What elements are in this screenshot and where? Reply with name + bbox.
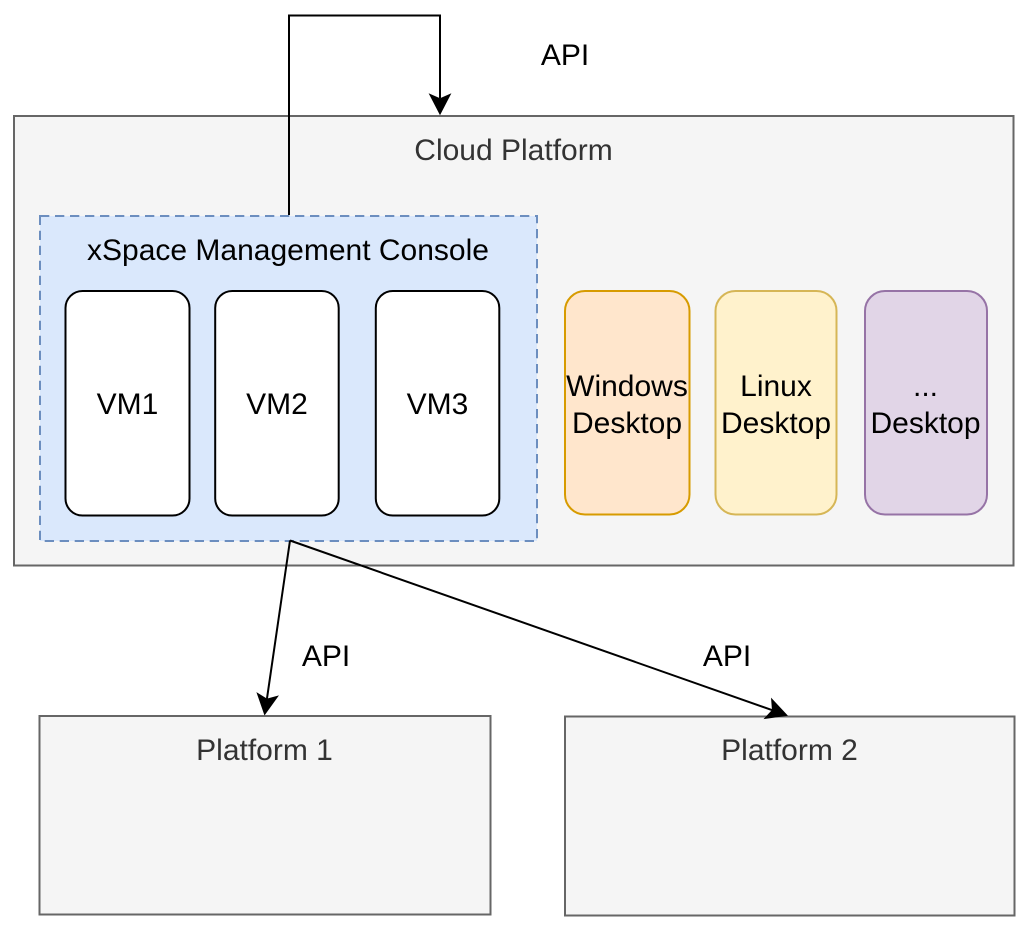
svg-text:...: ... — [913, 370, 938, 403]
svg-text:Linux: Linux — [740, 370, 812, 403]
svg-text:VM2: VM2 — [246, 388, 308, 421]
svg-text:Desktop: Desktop — [870, 407, 980, 440]
svg-text:Platform 1: Platform 1 — [196, 734, 333, 767]
svg-text:API: API — [703, 640, 751, 673]
svg-text:VM3: VM3 — [407, 388, 469, 421]
svg-text:Platform 2: Platform 2 — [721, 734, 858, 767]
svg-text:Cloud Platform: Cloud Platform — [414, 134, 612, 167]
svg-text:Desktop: Desktop — [572, 407, 682, 440]
svg-text:API: API — [302, 640, 350, 673]
svg-text:xSpace Management Console: xSpace Management Console — [87, 234, 489, 267]
svg-text:Desktop: Desktop — [721, 407, 831, 440]
svg-text:Windows: Windows — [566, 370, 688, 403]
svg-text:VM1: VM1 — [97, 388, 159, 421]
svg-text:API: API — [541, 39, 589, 72]
